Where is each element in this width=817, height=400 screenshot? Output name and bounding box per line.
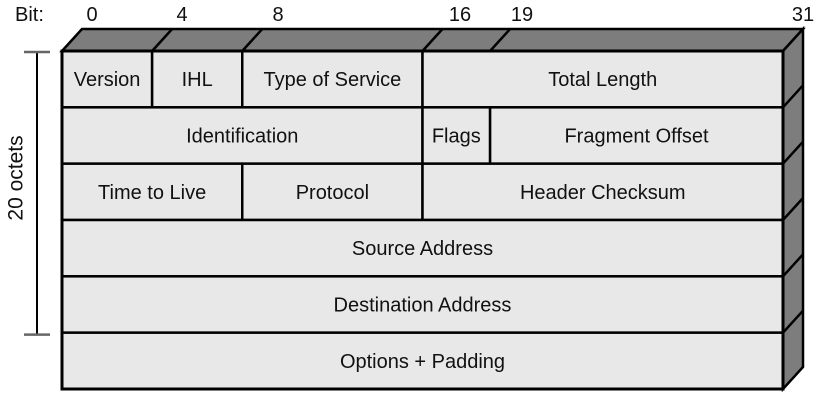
bit-marker-16: 16	[449, 4, 471, 26]
field-label-time-to-live: Time to Live	[98, 182, 206, 204]
octets-side-label: 20 octets	[5, 135, 28, 220]
field-label-protocol: Protocol	[296, 182, 369, 204]
field-label-total-length: Total Length	[548, 69, 657, 91]
field-label-identification: Identification	[186, 126, 298, 148]
top-face-tick-bit-4	[151, 28, 174, 52]
right-face-tick-row-3	[782, 197, 804, 221]
bit-marker-0: 0	[86, 4, 97, 26]
bit-marker-8: 8	[272, 4, 283, 26]
field-label-options-padding: Options + Padding	[340, 351, 505, 373]
bit-axis-label: Bit:	[15, 4, 44, 26]
field-label-type-of-service: Type of Service	[263, 69, 401, 91]
top-face-tick-bit-8	[241, 28, 264, 52]
header-field-cells: Version IHL Type of Service Total LengthIde…	[60, 49, 785, 391]
bit-marker-4: 4	[176, 4, 187, 26]
field-label-flags: Flags	[432, 126, 481, 148]
field-label-source-address: Source Address	[352, 238, 493, 260]
octets-bracket	[24, 50, 50, 336]
field-label-destination-address: Destination Address	[334, 295, 512, 317]
top-face-tick-bit-16	[421, 28, 444, 52]
bit-tick-marks	[151, 28, 804, 334]
field-label-header-checksum: Header Checksum	[520, 182, 686, 204]
field-cell-options-padding	[60, 331, 785, 391]
top-face-tick-bit-19	[489, 28, 512, 52]
right-face-tick-row-4	[782, 253, 804, 278]
right-face-tick-row-1	[782, 84, 804, 109]
bit-marker-19: 19	[511, 4, 533, 26]
field-label-ihl: IHL	[182, 69, 213, 91]
bit-marker-31: 31	[792, 4, 814, 26]
field-cell-header-checksum	[421, 162, 785, 222]
right-face-tick-row-2	[782, 140, 804, 165]
field-label-fragment-offset: Fragment Offset	[564, 126, 709, 148]
field-cell-protocol	[241, 162, 424, 222]
field-label-version: Version	[74, 69, 141, 91]
bit-ruler-labels: 0 4 8 16 19 31	[86, 4, 814, 26]
right-face-tick-row-5	[782, 309, 804, 334]
